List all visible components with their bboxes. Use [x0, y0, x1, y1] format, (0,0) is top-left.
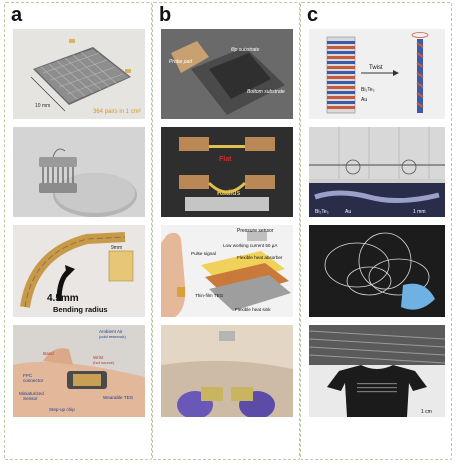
panel-a2-device-coin: [13, 127, 145, 217]
pressure-sensor-label: Pressure sensor: [237, 228, 274, 234]
bottom-substrate-label: Bottom substrate: [247, 89, 285, 95]
width-label: 10 mm: [35, 103, 50, 109]
fiber-device-image: Bi₂Te₃ Au 1 mm: [309, 127, 445, 217]
heat-sink-label: Flexible heat sink: [235, 307, 271, 312]
ambient-sub-label: (cold reservoir): [99, 334, 126, 339]
scale-label: 9mm: [111, 245, 122, 251]
panel-a4-wrist: Ambient Air (cold reservoir) Band Wrist …: [13, 325, 145, 417]
panel-c2-fiber-device: Bi₂Te₃ Au 1 mm: [309, 127, 445, 217]
device-coin-image: [39, 148, 137, 217]
panel-label-b: b: [159, 4, 172, 26]
bi2te3-label: Bi₂Te₃: [361, 87, 375, 93]
wrist-label: Wrist: [93, 355, 104, 360]
fpc-connector-label: connector: [23, 378, 44, 383]
thin-film-teg-label: Thin-film TEG: [195, 293, 224, 298]
column-b: b Probe pad flip substrate Bottom substr…: [152, 2, 300, 460]
bend-caption: Bending radius: [53, 305, 108, 314]
teg-array-image: 10 mm 364 pairs in 1 cm²: [30, 39, 141, 115]
panel-c1-twist-schematic: Twist Bi₂Te₃ Au: [309, 29, 445, 119]
column-c: c Twist Bi₂Te₃: [300, 2, 452, 460]
twist-label: Twist: [369, 65, 383, 71]
sensor-label: Miniaturized: [19, 391, 44, 396]
ambient-label: Ambient Air: [99, 329, 123, 334]
pairs-label: 364 pairs in 1 cm²: [93, 109, 141, 115]
probe-pad-label: Probe pad: [169, 59, 192, 65]
bending-image: 9mm 4.5mm Bending radius: [20, 232, 134, 314]
panel-b4-wearable-gloves: [161, 325, 293, 417]
panel-c4-textile-shirt: 1 cm: [309, 325, 445, 417]
shirt-scale-label: 1 cm: [421, 409, 432, 415]
panel-label-a: a: [11, 4, 23, 26]
bend-value: 4.5mm: [47, 293, 79, 304]
panel-a3-bending: 9mm 4.5mm Bending radius: [13, 225, 145, 317]
low-current-label: Low working current 50 μA: [223, 243, 278, 248]
panel-b1-flip-substrate: Probe pad flip substrate Bottom substrat…: [161, 29, 293, 119]
panel-b2-flat-radius: Flat Radius: [161, 127, 293, 217]
textile-shirt-image: 1 cm: [309, 325, 445, 417]
panel-a1-teg-array: 10 mm 364 pairs in 1 cm²: [13, 29, 145, 119]
heat-absorber-label: Flexible heat absorber: [237, 255, 283, 260]
pulse-sensor-image: Pressure sensor Low working current 50 μ…: [161, 228, 291, 317]
wrist-image: Ambient Air (cold reservoir) Band Wrist …: [13, 329, 145, 417]
flip-substrate-image: Probe pad flip substrate Bottom substrat…: [161, 29, 293, 119]
au-fiber-label: Au: [345, 209, 351, 215]
radius-label: Radius: [217, 190, 240, 197]
panel-c3-fiber-loops: [309, 225, 445, 317]
twist-schematic-image: Twist Bi₂Te₃ Au: [326, 32, 429, 114]
flip-substrate-label: flip substrate: [231, 47, 260, 53]
wearable-teg-label: Wearable TEG: [103, 395, 134, 400]
sensor-sub-label: Sensor: [23, 396, 38, 401]
band-label: Band: [43, 351, 54, 356]
fiber-scale-label: 1 mm: [413, 209, 426, 215]
flat-radius-image: Flat Radius: [161, 127, 293, 217]
fpc-label: FPC: [23, 373, 33, 378]
flat-label: Flat: [219, 156, 232, 163]
wearable-gloves-image: [161, 325, 293, 417]
column-a: a 10 mm 364 pairs in 1 cm²: [4, 2, 152, 460]
pulse-signal-label: Pulse signal: [191, 251, 216, 256]
fiber-loops-image: [309, 225, 445, 317]
au-label: Au: [361, 97, 367, 103]
stepup-chip-label: Step-up chip: [49, 407, 75, 412]
panel-label-c: c: [307, 4, 319, 26]
bi2te3-au-label: Bi₂Te₃: [315, 209, 329, 215]
wrist-sub-label: (hot source): [93, 360, 115, 365]
panel-b3-pulse-sensor: Pressure sensor Low working current 50 μ…: [161, 225, 293, 317]
